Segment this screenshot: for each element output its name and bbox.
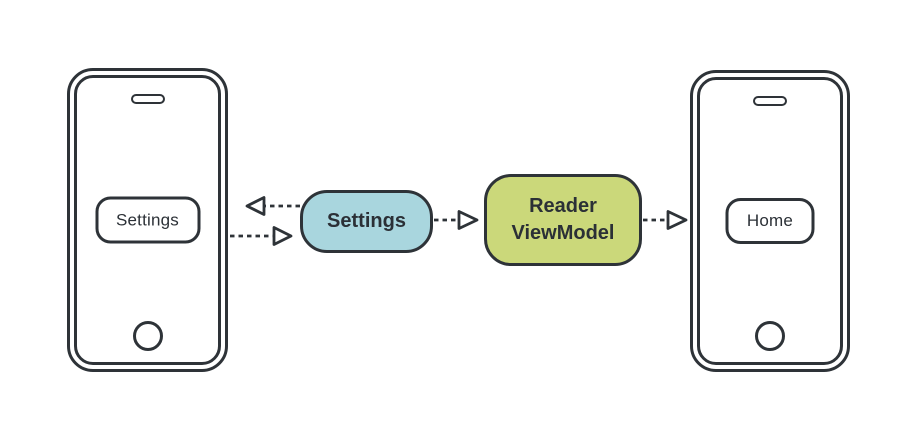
left-phone-settings-button: Settings [95,196,200,244]
reader-viewmodel-label-line1: Reader [529,195,597,217]
settings-box-label: Settings [327,210,406,232]
left-phone-speaker-icon [130,94,165,104]
arrow-settingsbox-to-leftphone-icon [245,196,300,216]
settings-box: Settings [300,190,433,253]
right-phone-home-label: Home [746,211,794,230]
arrow-settingsbox-to-readerviewmodel-icon [434,210,479,230]
right-phone-home-button: Home [725,198,815,244]
right-phone-home-circle-icon [755,321,785,351]
right-phone-screen: Home [697,77,843,365]
left-phone: Settings [67,68,228,372]
reader-viewmodel-label-line2: ViewModel [511,222,615,244]
reader-viewmodel-box: Reader ViewModel [484,174,642,266]
left-phone-settings-label: Settings [115,210,180,229]
left-phone-screen: Settings [74,75,221,365]
left-phone-home-circle-icon [132,321,163,351]
right-phone: Home [690,70,850,372]
right-phone-speaker-icon [753,96,787,106]
arrow-leftphone-to-settingsbox-icon [230,226,293,246]
arrow-readerviewmodel-to-rightphone-icon [643,210,688,230]
